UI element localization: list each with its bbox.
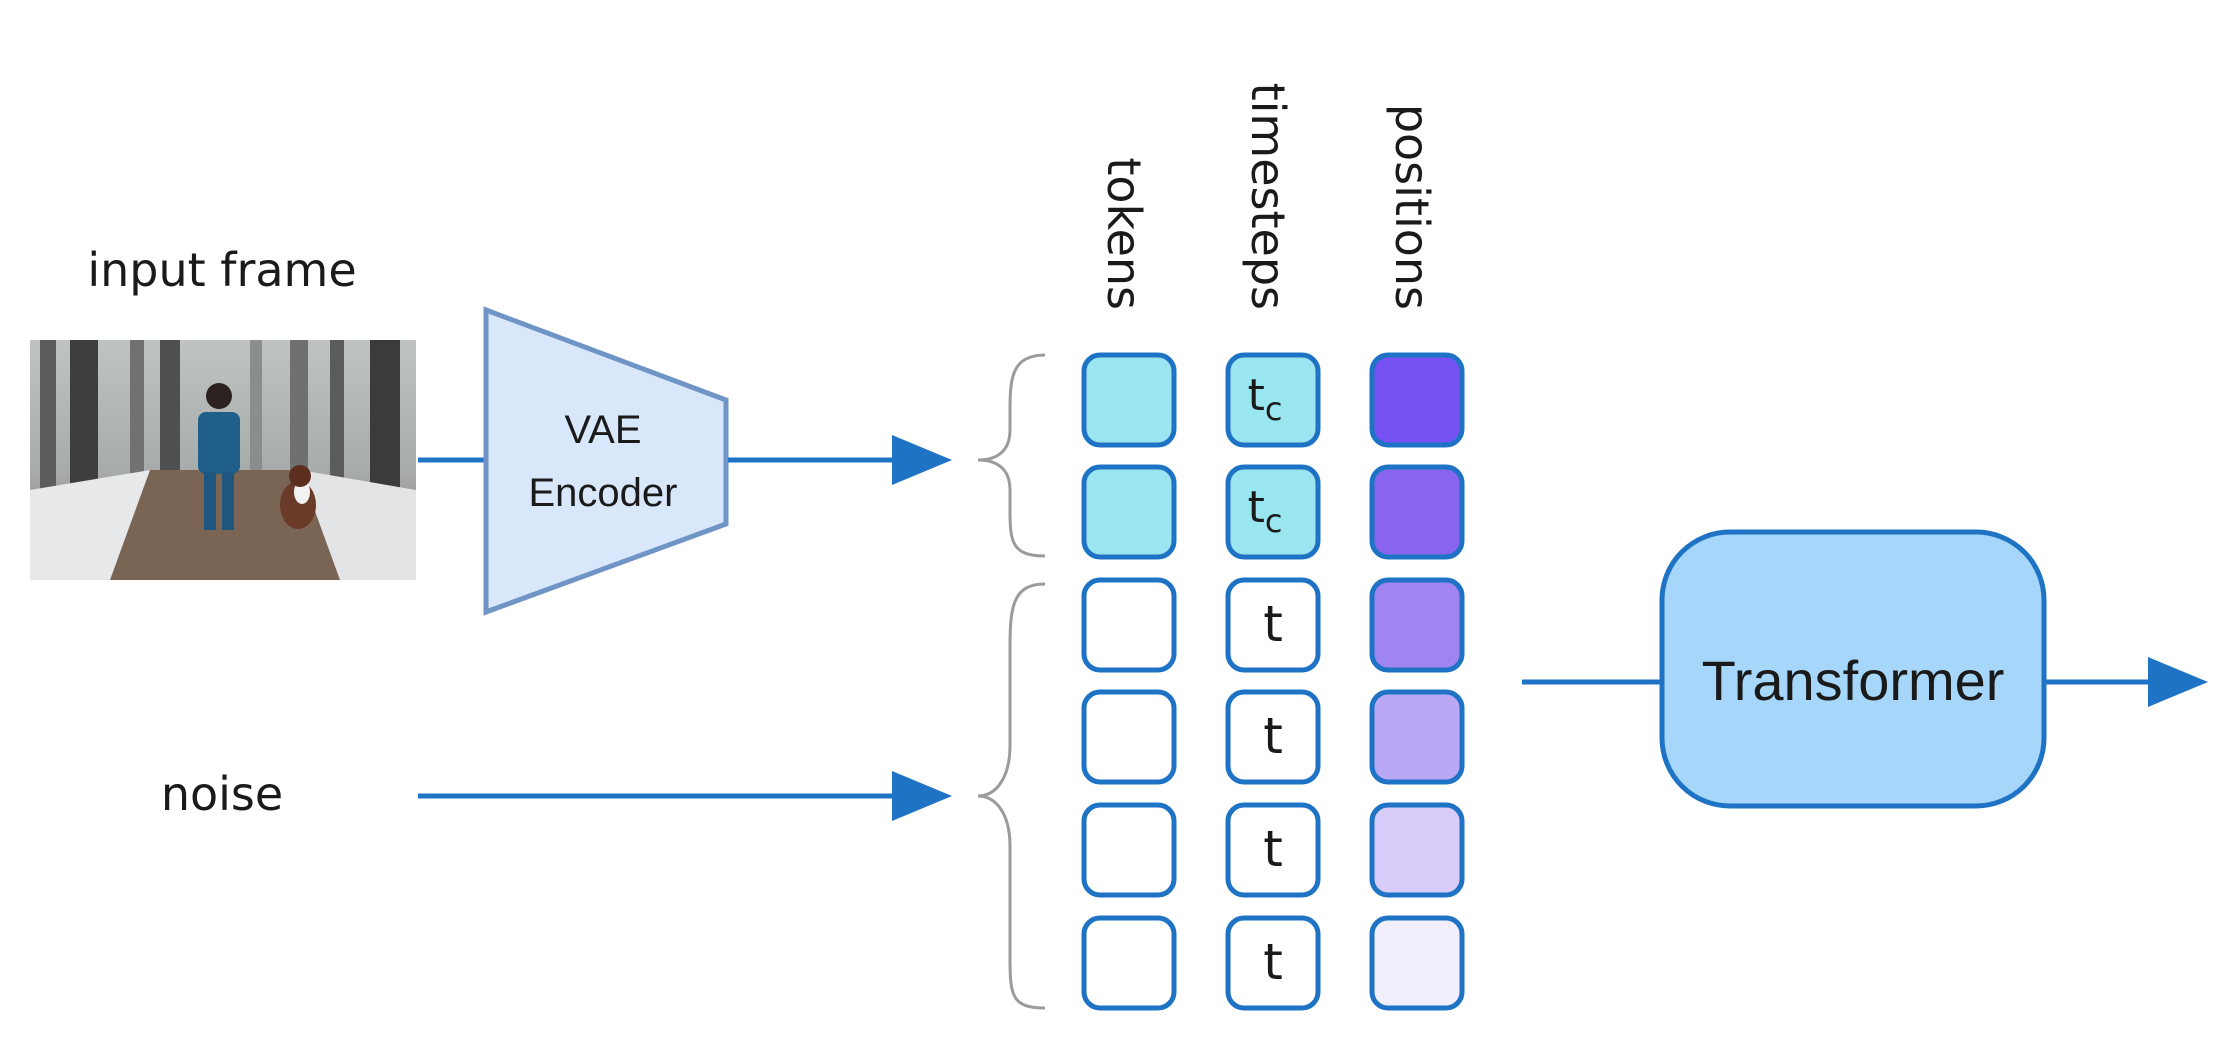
token-cell (1081, 802, 1177, 898)
tokens-header: tokens (1097, 157, 1151, 310)
position-cell (1369, 689, 1465, 785)
timestep-label: t (1263, 595, 1283, 653)
input-frame-label: input frame (87, 243, 356, 297)
token-cell (1081, 915, 1177, 1011)
timestep-cell (1225, 352, 1321, 448)
noise-label: noise (161, 767, 283, 821)
token-cell (1081, 577, 1177, 673)
position-cell (1369, 802, 1465, 898)
token-cell (1081, 352, 1177, 448)
timestep-label: t (1263, 820, 1283, 878)
positions-header: positions (1385, 104, 1439, 310)
encoder-label-line1: VAE (564, 408, 641, 452)
token-cell (1081, 689, 1177, 785)
vae-encoder: VAE Encoder (483, 306, 729, 616)
position-cell (1369, 464, 1465, 560)
condition-brace (977, 353, 1046, 558)
token-cell (1081, 464, 1177, 560)
timestep-cell (1225, 802, 1321, 898)
timestep-cell (1225, 577, 1321, 673)
timestep-label: t (1263, 707, 1283, 765)
timestep-cell (1225, 915, 1321, 1011)
position-cell (1369, 352, 1465, 448)
timestep-cell (1225, 464, 1321, 560)
timesteps-header: timesteps (1241, 83, 1295, 310)
timestep-label: t (1263, 933, 1283, 991)
transformer-label: Transformer (1702, 649, 2005, 712)
input-frame-image (30, 340, 416, 580)
timestep-cell (1225, 689, 1321, 785)
noise-brace (977, 582, 1046, 1010)
transformer-block: Transformer (1659, 529, 2047, 809)
position-cell (1369, 915, 1465, 1011)
encoder-label-line2: Encoder (529, 471, 678, 515)
position-cell (1369, 577, 1465, 673)
